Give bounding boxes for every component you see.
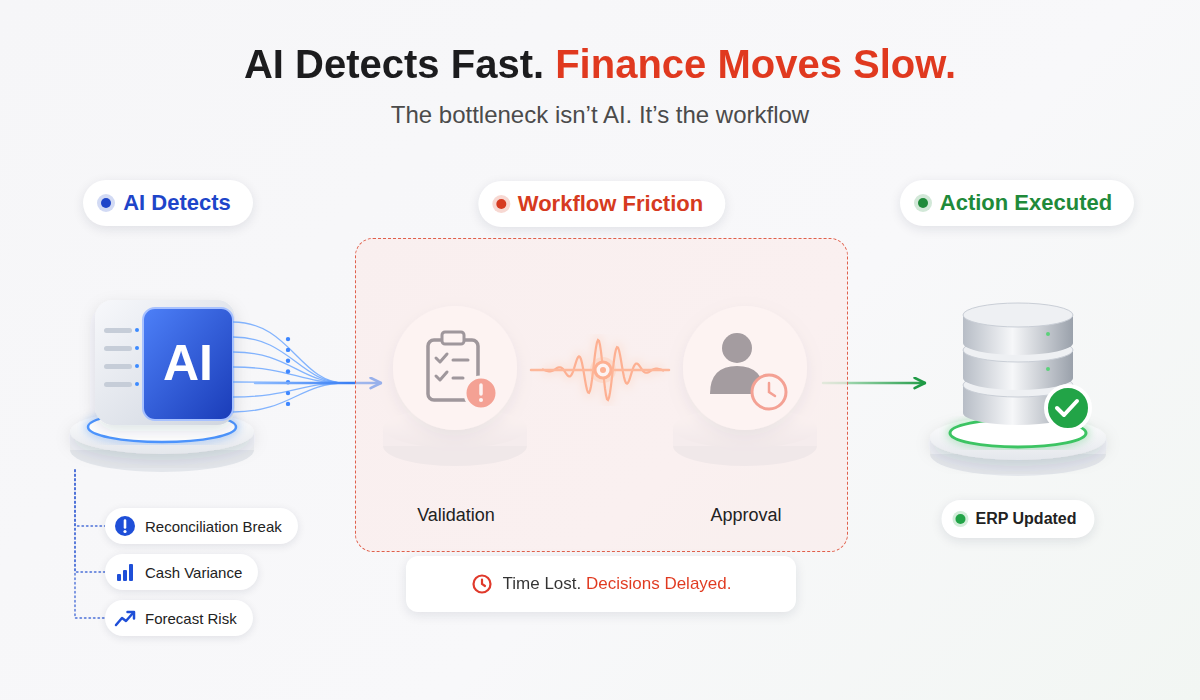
database-illustration <box>963 303 1073 327</box>
ai-server-illustration <box>135 364 139 368</box>
title: AI Detects Fast. Finance Moves Slow. <box>244 40 956 88</box>
database-illustration <box>1046 386 1090 430</box>
clock-icon <box>471 573 493 595</box>
database-illustration <box>1046 367 1050 371</box>
bars-icon <box>123 570 127 581</box>
bars-icon <box>129 564 133 581</box>
bars-icon <box>114 561 136 583</box>
ai-server-illustration <box>95 300 235 425</box>
ai-server-illustration <box>104 328 132 333</box>
section-pill: AI Detects <box>83 180 253 226</box>
data-stream-lines <box>286 391 290 395</box>
alert-icon <box>115 516 135 536</box>
node-text: Cash Variance <box>145 564 242 581</box>
alert-icon <box>123 530 126 533</box>
ai-server-illustration <box>143 308 233 420</box>
node-text: AI <box>143 308 233 418</box>
ai-server-illustration <box>104 346 132 351</box>
data-stream-lines <box>286 337 290 341</box>
data-stream-lines <box>286 402 290 406</box>
signal-pill: Cash Variance <box>105 554 258 590</box>
trend-icon <box>128 612 135 619</box>
friction-zone: ValidationApprovalWorkflow Friction <box>355 238 848 552</box>
node-text: Action Executed <box>940 190 1112 216</box>
node-text: Approval <box>669 505 823 526</box>
clock-icon <box>482 580 485 587</box>
trend-icon <box>116 613 133 625</box>
subtitle: The bottleneck isn’t AI. It’s the workfl… <box>0 100 1200 130</box>
data-stream-lines <box>233 352 345 383</box>
status-dot <box>955 514 965 524</box>
status-dot <box>918 198 928 208</box>
step-node: Validation <box>381 301 531 541</box>
ai-server-illustration <box>70 300 254 472</box>
status-pill: ERP Updated <box>941 500 1094 538</box>
node-text: ERP Updated <box>975 510 1076 528</box>
data-stream-lines <box>233 322 345 383</box>
ai-server-illustration <box>135 328 139 332</box>
node-text: Time Lost. Decisions Delayed. <box>503 574 732 594</box>
leader-line <box>75 470 105 526</box>
node-text: Validation <box>381 505 531 526</box>
database-illustration <box>963 366 1073 390</box>
ai-server-illustration <box>135 346 139 350</box>
data-stream-lines <box>233 322 345 412</box>
node-text: AI Detects <box>123 190 231 216</box>
data-stream-lines <box>286 358 290 362</box>
leader-line <box>75 470 105 572</box>
database-illustration <box>930 303 1106 476</box>
node-text: Reconciliation Break <box>145 518 282 535</box>
clock-icon <box>473 576 490 593</box>
data-stream-lines <box>286 369 290 373</box>
data-stream-lines <box>233 383 345 412</box>
status-dot <box>496 199 506 209</box>
node-text: Forecast Risk <box>145 610 237 627</box>
step-node: Approval <box>669 301 823 541</box>
node-text: Workflow Friction <box>518 191 703 217</box>
status-dot <box>101 198 111 208</box>
title-row: AI Detects Fast. Finance Moves Slow. <box>0 40 1200 88</box>
delay-note: Time Lost. Decisions Delayed. <box>406 556 796 612</box>
signal-pill: Forecast Risk <box>105 600 253 636</box>
data-stream-lines <box>286 348 290 352</box>
ai-server-illustration <box>104 382 132 387</box>
ai-server-illustration <box>135 382 139 386</box>
signal-pill: Reconciliation Break <box>105 508 298 544</box>
database-illustration <box>1046 332 1050 336</box>
trend-icon <box>114 607 136 629</box>
database-illustration <box>1057 401 1077 415</box>
section-pill: Action Executed <box>900 180 1134 226</box>
alert-icon <box>124 521 127 528</box>
ai-server-illustration <box>104 364 132 369</box>
ai-server: AI <box>70 290 255 470</box>
data-stream-lines <box>233 337 345 383</box>
erp-database: ERP Updated <box>925 290 1111 540</box>
alert-icon <box>114 515 136 537</box>
leader-line <box>75 470 105 618</box>
bars-icon <box>117 574 121 581</box>
database-illustration <box>963 331 1073 355</box>
section-pill: Workflow Friction <box>478 181 725 227</box>
